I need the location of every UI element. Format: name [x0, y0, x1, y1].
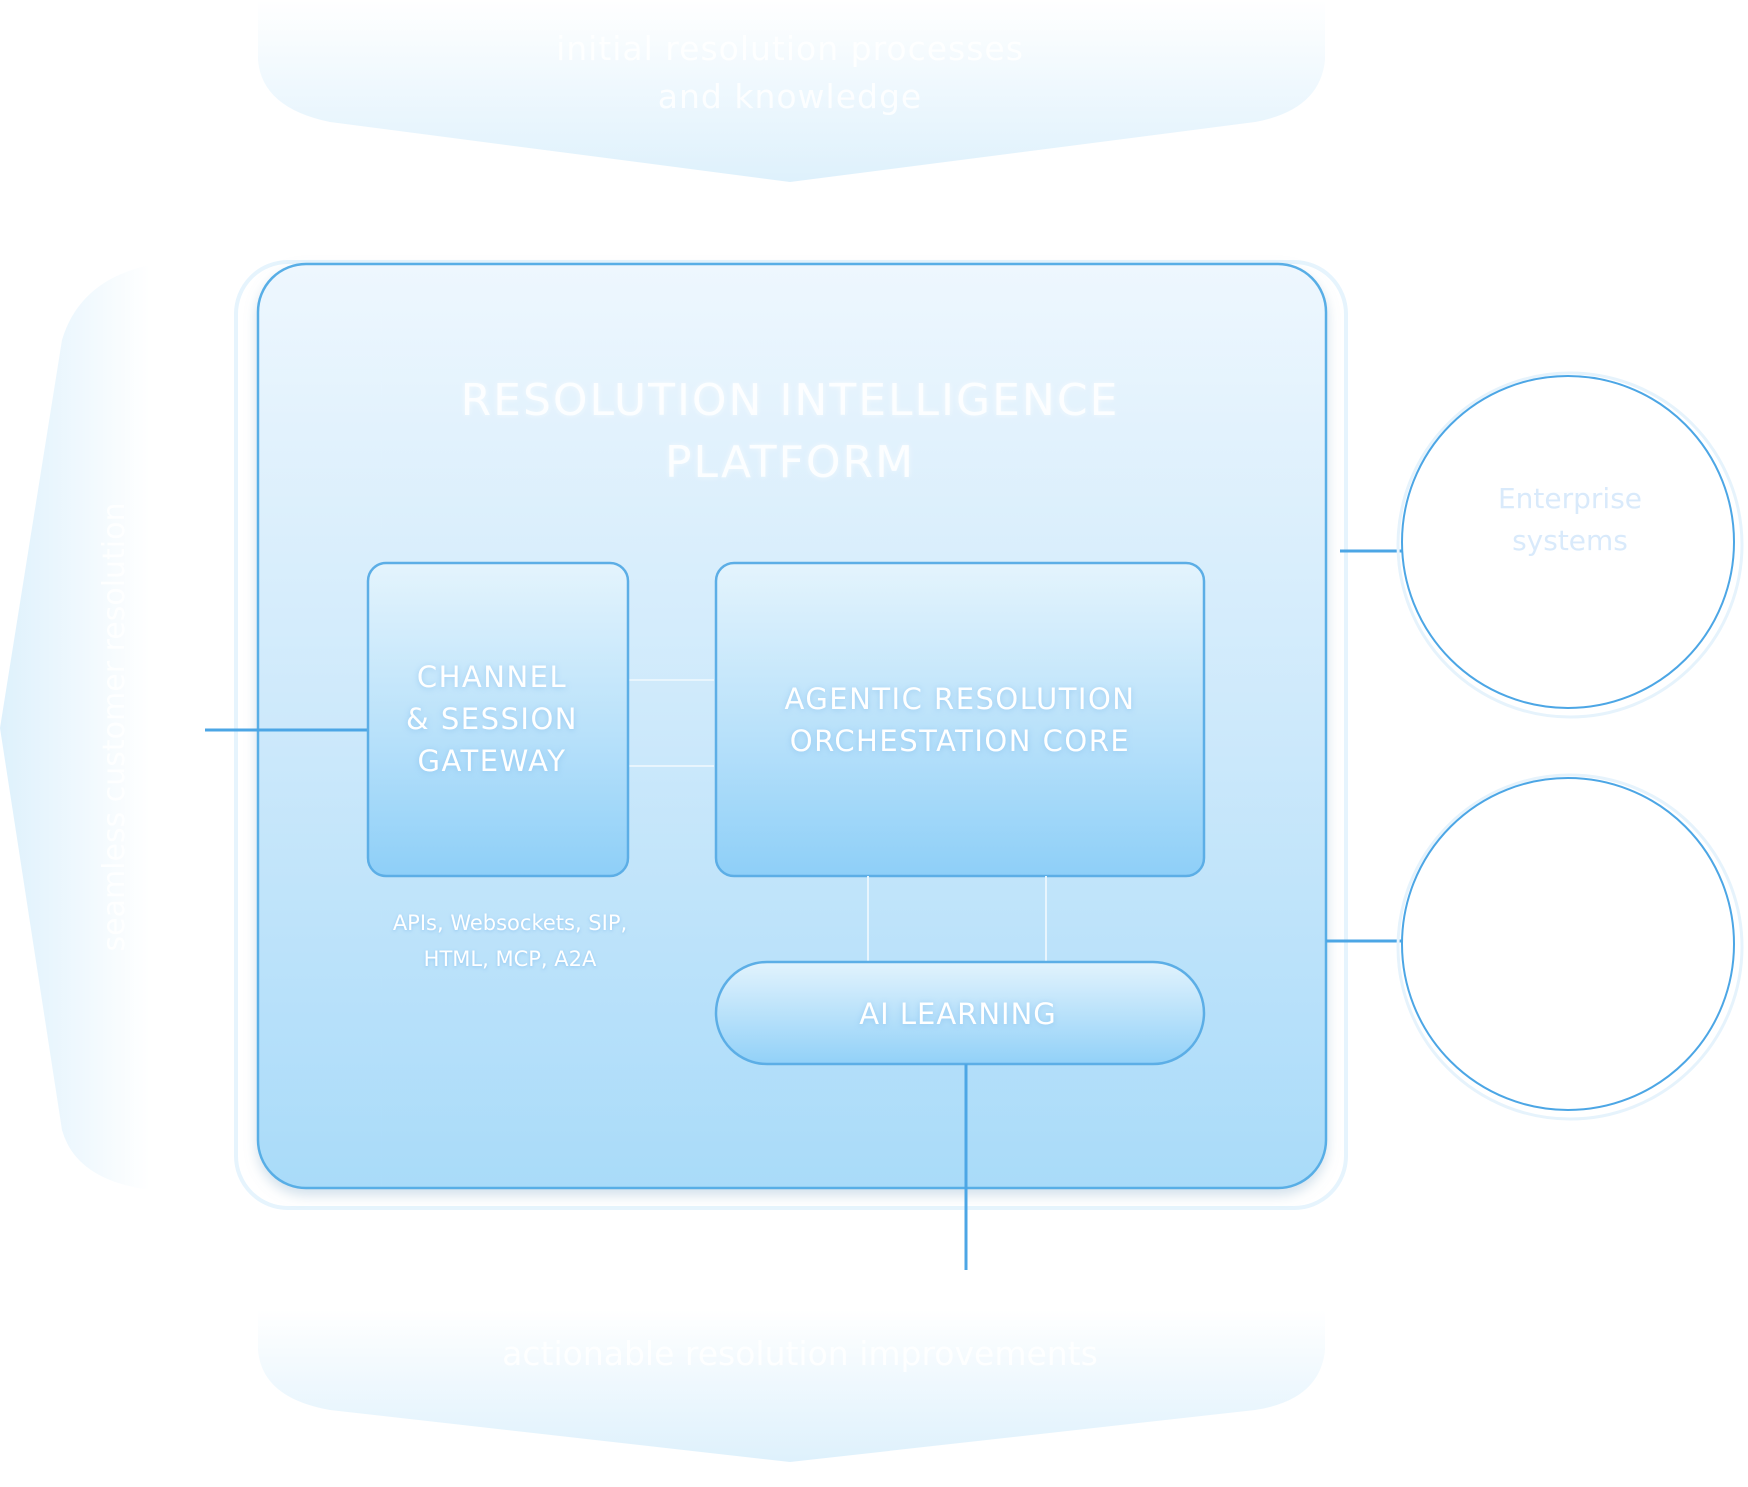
- top-banner-text: initial resolution processes and knowled…: [556, 29, 1024, 116]
- left-banner-shape: [0, 265, 150, 1190]
- circle-1-label: Enterprise systems: [1497, 482, 1643, 557]
- ai-learning-label: AI LEARNING: [859, 997, 1057, 1031]
- bottom-banner-text: actionable resolution improvements: [502, 1334, 1098, 1373]
- gateway-protocols: APIs, Websockets, SIP, HTML, MCP, A2A: [392, 911, 628, 971]
- circle-1: [1396, 371, 1744, 719]
- circle-2: [1396, 773, 1744, 1121]
- core-box: [714, 561, 1206, 878]
- gateway-label: CHANNEL & SESSION GATEWAY: [406, 660, 578, 778]
- left-banner-text: seamless customer resolution: [97, 502, 132, 952]
- ai-learning-pill: [714, 960, 1206, 1066]
- top-banner-shape: [258, 0, 1325, 182]
- gateway-box: [366, 561, 630, 878]
- platform-halo: [234, 260, 1348, 1210]
- bottom-banner-shape: [258, 1310, 1325, 1462]
- core-label: AGENTIC RESOLUTION ORCHESTATION CORE: [784, 682, 1136, 758]
- platform-title: RESOLUTION INTELLIGENCE PLATFORM: [460, 375, 1120, 488]
